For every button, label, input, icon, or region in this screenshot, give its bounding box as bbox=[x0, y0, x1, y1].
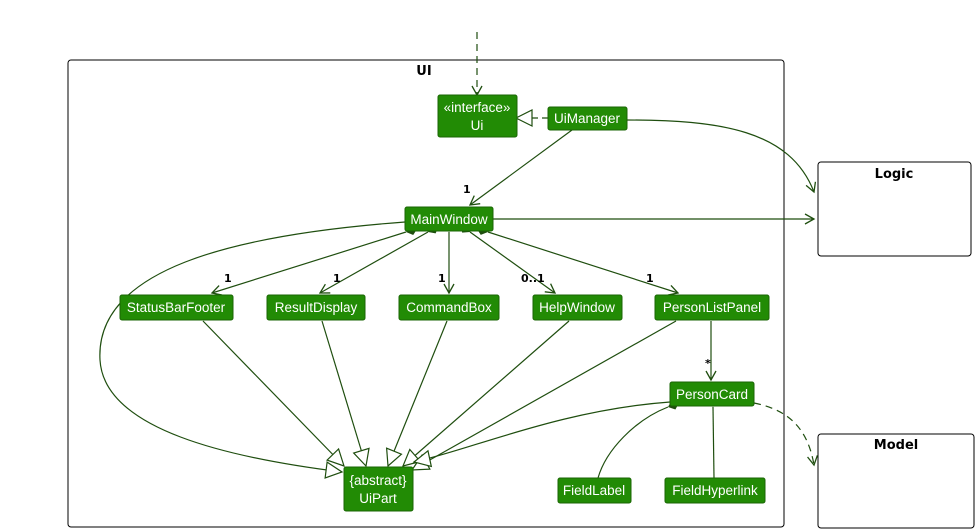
multiplicity-helpwindow: 0..1 bbox=[521, 272, 545, 285]
ui-package-title: UI bbox=[416, 64, 431, 79]
class-commandbox[interactable]: CommandBox bbox=[398, 294, 500, 321]
logic-package-title: Logic bbox=[875, 167, 914, 182]
uipart-name: UiPart bbox=[359, 491, 397, 506]
composition-fieldlabel bbox=[597, 400, 680, 479]
class-ui-interface[interactable]: «interface» Ui bbox=[437, 94, 518, 138]
helpwindow-name: HelpWindow bbox=[539, 300, 615, 315]
multiplicity-uimanager-mainwindow: 1 bbox=[463, 183, 471, 196]
personcard-uipart-inheritance bbox=[412, 401, 671, 468]
ui-name: Ui bbox=[471, 118, 484, 133]
multiplicity-statusbarfooter: 1 bbox=[224, 272, 232, 285]
commandbox-uipart-inheritance bbox=[385, 320, 448, 468]
fieldhyperlink-name: FieldHyperlink bbox=[672, 483, 758, 498]
statusbarfooter-name: StatusBarFooter bbox=[127, 300, 226, 315]
mainwindow-uipart-inheritance bbox=[99, 221, 406, 479]
resultdisplay-uipart-inheritance bbox=[321, 320, 370, 468]
uimanager-name: UiManager bbox=[554, 111, 621, 126]
statusbarfooter-uipart-inheritance bbox=[202, 320, 345, 467]
ui-package: UI bbox=[67, 59, 785, 528]
composition-personlistpanel bbox=[476, 225, 680, 296]
uimanager-mainwindow-arrow bbox=[468, 129, 573, 206]
model-package: Model bbox=[817, 433, 975, 529]
class-statusbarfooter[interactable]: StatusBarFooter bbox=[119, 294, 234, 321]
personlistpanel-uipart-inheritance bbox=[410, 320, 677, 471]
class-helpwindow[interactable]: HelpWindow bbox=[532, 294, 623, 321]
personlistpanel-name: PersonListPanel bbox=[663, 300, 761, 315]
class-personlistpanel[interactable]: PersonListPanel bbox=[654, 294, 770, 321]
class-uimanager[interactable]: UiManager bbox=[547, 106, 628, 131]
fieldlabel-name: FieldLabel bbox=[563, 483, 625, 498]
ui-stereotype: «interface» bbox=[444, 100, 511, 115]
class-mainwindow[interactable]: MainWindow bbox=[404, 206, 494, 232]
class-fieldhyperlink[interactable]: FieldHyperlink bbox=[664, 477, 766, 504]
resultdisplay-name: ResultDisplay bbox=[275, 300, 358, 315]
class-fieldlabel[interactable]: FieldLabel bbox=[557, 477, 632, 504]
multiplicity-personcard: * bbox=[705, 357, 711, 370]
multiplicity-personlistpanel: 1 bbox=[646, 272, 654, 285]
multiplicity-resultdisplay: 1 bbox=[333, 272, 341, 285]
model-package-title: Model bbox=[874, 438, 918, 453]
mainwindow-name: MainWindow bbox=[410, 212, 488, 227]
multiplicities: 1 1 1 1 0..1 1 * bbox=[224, 183, 711, 370]
class-uipart[interactable]: {abstract} UiPart bbox=[343, 466, 414, 512]
commandbox-name: CommandBox bbox=[406, 300, 492, 315]
uipart-stereotype: {abstract} bbox=[349, 473, 407, 488]
class-personcard[interactable]: PersonCard bbox=[669, 381, 755, 407]
logic-package: Logic bbox=[817, 161, 972, 257]
composition-resultdisplay bbox=[318, 224, 439, 294]
class-resultdisplay[interactable]: ResultDisplay bbox=[266, 294, 366, 321]
composition-fieldhyperlink bbox=[707, 395, 718, 479]
multiplicity-commandbox: 1 bbox=[438, 272, 446, 285]
edges bbox=[99, 32, 819, 479]
personcard-name: PersonCard bbox=[676, 387, 748, 402]
helpwindow-uipart-inheritance bbox=[401, 320, 570, 467]
uimanager-logic-arrow bbox=[625, 119, 817, 194]
